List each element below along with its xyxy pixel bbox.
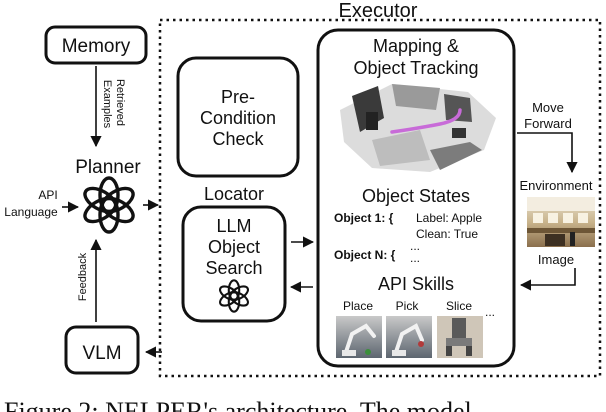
planner-label: Planner: [75, 157, 141, 178]
executor-frame: [158, 18, 602, 378]
object-1-clean-value: Clean: True: [416, 227, 478, 241]
figure-caption: Figure 2: NELPER's architecture. The mod…: [4, 397, 491, 412]
environment-label: Environment: [520, 178, 593, 193]
3d-map-image: [340, 84, 496, 172]
object-1-label-value: Label: Apple: [416, 211, 482, 225]
slice-robot-image: [437, 316, 483, 358]
object-1-label: Object 1: {: [334, 211, 394, 225]
openai-logo-icon: [219, 279, 249, 313]
locator-box: LLM Object Search: [181, 205, 287, 323]
object-n-dots: ...: [410, 251, 420, 265]
locator-line2: Object: [208, 237, 260, 257]
place-robot-image: [336, 316, 382, 358]
object-states-title: Object States: [362, 186, 470, 206]
retrieved-label: Retrieved Examples: [101, 79, 126, 129]
object-n-label: Object N: {: [334, 248, 396, 262]
precondition-line2: Condition: [200, 108, 276, 128]
skill-pick-label: Pick: [396, 299, 420, 313]
skill-place-label: Place: [343, 299, 373, 313]
locator-line1: LLM: [216, 216, 251, 236]
feedback-label: Feedback: [77, 252, 89, 301]
precondition-line3: Check: [212, 129, 264, 149]
mapping-line2: Object Tracking: [353, 58, 478, 78]
locator-line3: Search: [205, 258, 262, 278]
precondition-line1: Pre-: [221, 87, 255, 107]
skill-slice-label: Slice: [446, 299, 472, 313]
language-input-label: Language: [4, 205, 58, 219]
environment-image: [527, 197, 595, 247]
mapping-box: Mapping & Object Tracking Object States …: [316, 28, 516, 368]
object-states-dots: ...: [410, 239, 420, 253]
vlm-box: VLM: [64, 325, 140, 375]
move-forward-arrow: [517, 132, 578, 174]
precondition-box: Pre- Condition Check: [176, 56, 300, 178]
image-label: Image: [538, 252, 574, 267]
skill-more-label: ...: [485, 305, 495, 319]
locator-title: Locator: [204, 184, 264, 204]
move-label-line2: Forward: [524, 116, 572, 131]
vlm-label: VLM: [82, 343, 121, 364]
api-input-label: API: [38, 188, 57, 202]
executor-title: Executor: [339, 0, 418, 22]
memory-box: Memory: [44, 25, 148, 65]
move-label-line1: Move: [532, 100, 564, 115]
openai-logo-icon: [83, 176, 135, 234]
memory-label: Memory: [62, 36, 131, 57]
pick-robot-image: [386, 316, 432, 358]
image-feedback-arrow: [519, 268, 576, 291]
mapping-line1: Mapping &: [373, 36, 459, 56]
api-skills-title: API Skills: [378, 274, 454, 294]
